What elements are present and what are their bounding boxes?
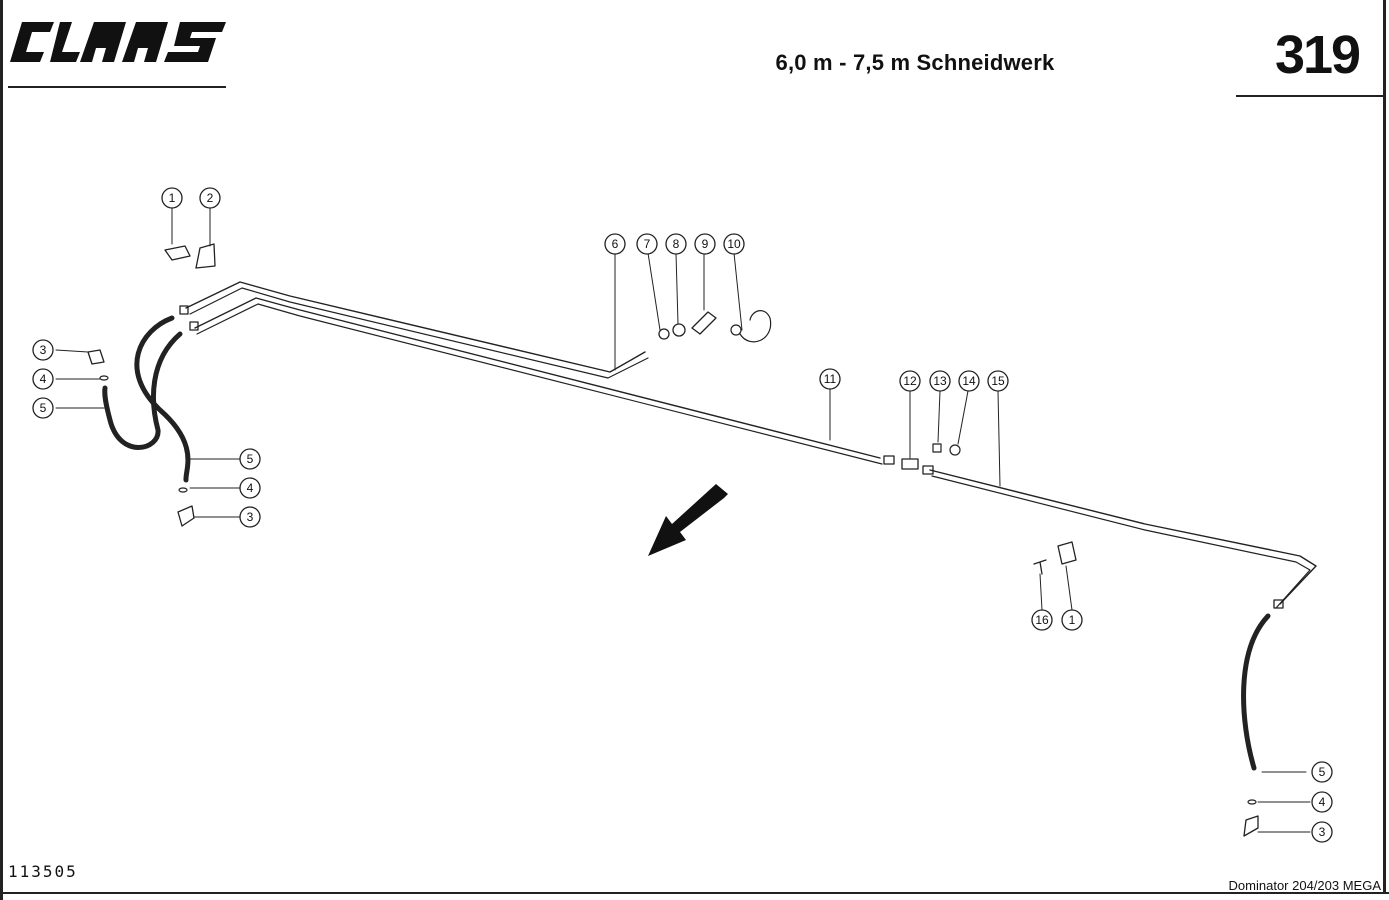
drawing-id: 113505 [8,862,78,881]
direction-arrow [648,484,728,556]
callout-label: 4 [1319,795,1326,809]
callout-marker: 13 [929,370,951,392]
callout-label: 11 [824,372,837,386]
callout-marker: 3 [32,339,54,361]
callout-marker: 3 [1311,821,1333,843]
pipe-right [929,469,1317,605]
callout-label: 4 [40,372,47,386]
callout-marker: 1 [1061,609,1083,631]
callout-label: 6 [612,237,619,251]
callout-marker: 4 [1311,791,1333,813]
callout-marker: 12 [899,370,921,392]
page-border-bottom [3,892,1389,894]
callout-label: 7 [644,237,651,251]
page-title: 6,0 m - 7,5 m Schneidwerk [775,50,1055,75]
callout-marker: 9 [694,233,716,255]
page-border-left [0,0,3,900]
callout-label: 5 [40,401,47,415]
callout-marker: 15 [987,370,1009,392]
callout-label: 9 [702,237,709,251]
callout-group: 1 2 3 4 5 3 4 5 4 3 6 7 8 9 10 11 12 13 … [32,187,1333,843]
model-name: Dominator 204/203 MEGA [1228,878,1381,893]
callout-label: 8 [673,237,680,251]
callout-marker: 10 [723,233,745,255]
callout-label: 3 [40,343,47,357]
callout-marker: 1 [161,187,183,209]
callout-label: 5 [247,452,254,466]
callout-label: 10 [727,237,741,251]
page-border-right [1383,0,1386,894]
callout-label: 4 [247,481,254,495]
hose-right [1241,613,1271,771]
logo-underline [8,86,226,88]
callout-marker: 6 [604,233,626,255]
callout-label: 15 [991,374,1005,388]
callout-marker: 5 [239,448,261,470]
callout-marker: 3 [239,506,261,528]
callout-label: 12 [903,374,917,388]
callout-marker: 14 [958,370,980,392]
callout-marker: 8 [665,233,687,255]
callout-label: 2 [207,191,214,205]
callout-label: 16 [1035,613,1049,627]
callout-marker: 16 [1031,609,1053,631]
callout-marker: 7 [636,233,658,255]
callout-label: 3 [247,510,254,524]
callout-marker: 4 [239,477,261,499]
pipe-upper [185,281,646,373]
callout-label: 13 [933,374,947,388]
pipe-lower [194,297,881,459]
page-number-rule [1236,95,1386,97]
callout-marker: 5 [1311,761,1333,783]
callout-label: 3 [1319,825,1326,839]
callout-label: 1 [169,191,176,205]
page-number: 319 [1274,25,1361,85]
callout-label: 1 [1069,613,1076,627]
hose-left-a [134,315,191,483]
hose-left-b [102,331,183,450]
callout-marker: 4 [32,368,54,390]
claas-logo [10,22,226,62]
callout-marker: 11 [819,368,841,390]
callout-marker: 5 [32,397,54,419]
callout-label: 14 [962,374,976,388]
callout-label: 5 [1319,765,1326,779]
callout-marker: 2 [199,187,221,209]
